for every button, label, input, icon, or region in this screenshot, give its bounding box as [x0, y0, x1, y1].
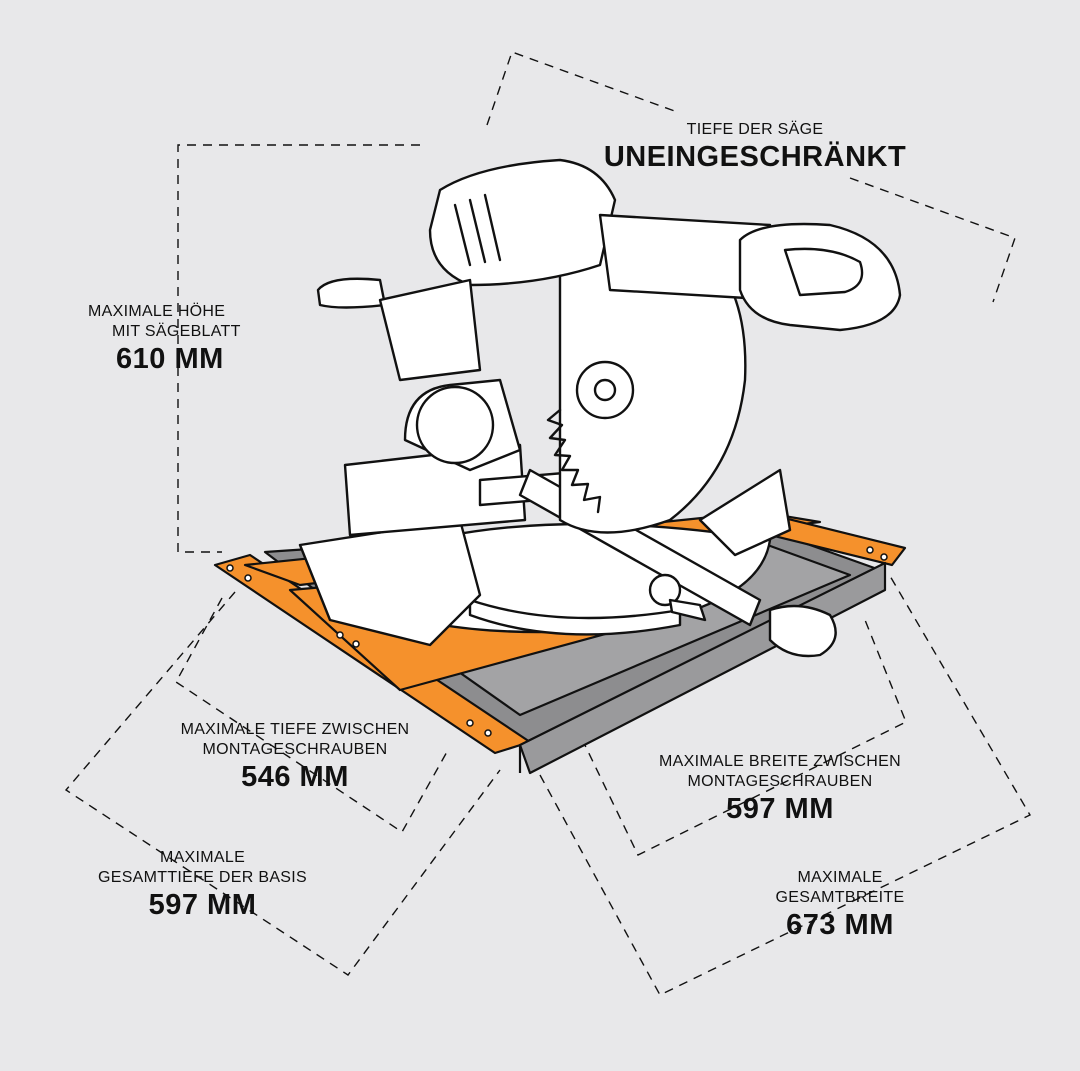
total-base-depth-guide	[64, 591, 501, 976]
miter-saw	[298, 158, 902, 658]
depth-between-screws-label: MAXIMALE TIEFE ZWISCHEN MONTAGESCHRAUBEN…	[160, 720, 430, 794]
mounting-screws	[226, 546, 888, 737]
rear-bracket	[378, 278, 482, 382]
dimension-guides	[64, 51, 1031, 996]
saw-depth-caption: TIEFE DER SÄGE	[686, 121, 824, 138]
clamp-lever	[668, 598, 707, 622]
depth-between-screws-caption-1: MAXIMALE TIEFE ZWISCHEN	[180, 721, 410, 738]
width-between-screws-label: MAXIMALE BREITE ZWISCHEN MONTAGESCHRAUBE…	[640, 752, 920, 826]
total-width-caption-1: MAXIMALE	[797, 869, 883, 886]
motor-housing	[428, 158, 617, 287]
blade-teeth	[546, 408, 602, 514]
total-width-guide	[539, 575, 1031, 996]
depth-between-screws-caption-2: MONTAGESCHRAUBEN	[202, 741, 388, 758]
width-between-screws-guide	[567, 619, 907, 856]
motor-vents	[453, 193, 502, 267]
d-handle-grip-hole	[783, 247, 864, 297]
width-between-screws-caption-1: MAXIMALE BREITE ZWISCHEN	[659, 753, 901, 770]
total-width-value: 673 MM	[786, 909, 894, 941]
max-height-label: MAXIMALE HÖHE MIT SÄGEBLATT 610 MM	[88, 302, 258, 376]
turntable-front	[468, 598, 682, 636]
saw-depth-guide	[486, 51, 1016, 303]
height-guide	[177, 144, 420, 553]
pivot-hub	[415, 385, 495, 465]
total-width-caption-2: GESAMTBREITE	[775, 889, 905, 906]
bevel-knob	[648, 573, 682, 607]
right-table	[698, 468, 792, 557]
total-base-depth-value: 597 MM	[148, 889, 257, 921]
depth-between-screws-value: 546 MM	[241, 761, 349, 793]
saw-depth-value: UNEINGESCHRÄNKT	[603, 141, 907, 173]
max-height-caption-1: MAXIMALE HÖHE	[88, 303, 226, 320]
total-base-depth-caption-2: GESAMTTIEFE DER BASIS	[97, 869, 307, 886]
knob-front	[768, 604, 837, 658]
width-between-screws-caption-2: MONTAGESCHRAUBEN	[687, 773, 873, 790]
carry-handle	[316, 277, 387, 309]
depth-between-screws-guide	[175, 597, 449, 834]
total-base-depth-label: MAXIMALE GESAMTTIEFE DER BASIS 597 MM	[80, 848, 325, 922]
max-height-caption-2: MIT SÄGEBLATT	[112, 323, 241, 340]
total-base-depth-caption-1: MAXIMALE	[159, 849, 246, 866]
max-height-value: 610 MM	[116, 343, 224, 375]
saw-depth-label: TIEFE DER SÄGE UNEINGESCHRÄNKT	[580, 120, 930, 174]
blade-arbor-bolt	[593, 378, 617, 402]
width-between-screws-value: 597 MM	[726, 793, 834, 825]
total-width-label: MAXIMALE GESAMTBREITE 673 MM	[745, 868, 935, 942]
